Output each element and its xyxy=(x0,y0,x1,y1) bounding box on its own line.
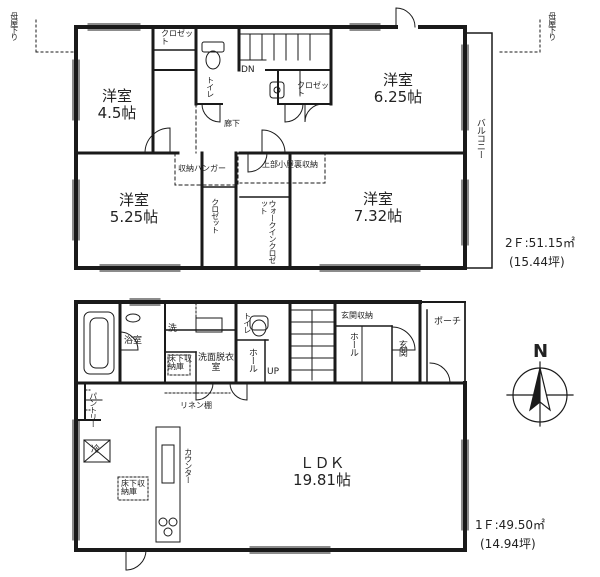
hall-b-label: ホール xyxy=(347,332,358,356)
fridge-label: 冷 xyxy=(91,445,101,455)
first-floor-doors xyxy=(84,326,451,571)
compass-north-label: N xyxy=(533,341,549,362)
first-floor-windows xyxy=(72,298,469,554)
counter-label: カウンター xyxy=(183,448,193,483)
eave-left-label: 母屋下り xyxy=(9,12,19,40)
bedroom-b-name: 洋室 xyxy=(382,71,413,89)
eave-right-label: 母屋下り xyxy=(547,12,557,40)
closet-c-label: クロゼット xyxy=(210,198,220,233)
pantry-label: パントリー xyxy=(88,392,98,427)
second-floor-area-tsubo: (15.44坪) xyxy=(509,255,565,269)
ldk-size: 19.81帖 xyxy=(293,470,351,489)
second-floor-area: 2Ｆ:51.15㎡ xyxy=(505,236,576,250)
closet-a-label: クロゼット xyxy=(161,29,193,46)
balcony-label: バルコニー xyxy=(474,118,485,158)
bedroom-a-size: 4.5帖 xyxy=(97,103,137,122)
hallway-label: 廊下 xyxy=(224,119,240,128)
first-floor-stairs xyxy=(291,309,334,381)
attic-storage-label: 上部小屋裏収納 xyxy=(262,160,318,169)
toilet-1f-label: トイレ xyxy=(242,312,252,333)
bedroom-c-name: 洋室 xyxy=(118,191,149,209)
balcony-outline xyxy=(464,32,493,269)
bedroom-d-size: 7.32帖 xyxy=(353,206,403,225)
stairs-up-label: UP xyxy=(267,367,280,377)
porch-label: ポーチ xyxy=(434,317,462,327)
compass-rose xyxy=(506,361,574,427)
bedroom-a-label: 洋室 4.5帖 xyxy=(98,88,137,121)
first-floor-area-tsubo: (14.94坪) xyxy=(480,537,536,551)
entrance-storage-label: 玄関収納 xyxy=(341,311,373,320)
linen-shelf-label: リネン棚 xyxy=(180,401,212,410)
washroom-label: 洗面脱衣室 xyxy=(198,353,235,374)
toilet-2f-label: トイレ xyxy=(205,76,215,97)
bedroom-b-size: 6.25帖 xyxy=(373,87,423,106)
bedroom-c-size: 5.25帖 xyxy=(109,207,159,226)
bedroom-b-label: 洋室 6.25帖 xyxy=(374,72,422,105)
eave-lines xyxy=(35,19,541,53)
storage-hanger-label: 収納ハンガー xyxy=(178,164,226,173)
under-floor-storage-a-label: 床下収納庫 xyxy=(168,354,192,371)
walkin-closet-label: ウォークインクロゼット xyxy=(259,200,277,263)
entrance-label: 玄関 xyxy=(396,340,407,356)
ldk-label: ＬＤＫ 19.81帖 xyxy=(293,455,351,488)
porch-outline xyxy=(419,301,466,384)
second-floor-fixtures xyxy=(201,41,285,99)
stairs-down-label: DN xyxy=(241,65,255,75)
bedroom-d-name: 洋室 xyxy=(362,190,393,208)
ldk-name: ＬＤＫ xyxy=(299,454,345,472)
second-floor-walls xyxy=(74,25,467,270)
laundry-label: 洗 xyxy=(168,324,178,334)
bath-label: 浴室 xyxy=(124,336,143,346)
bedroom-d-label: 洋室 7.32帖 xyxy=(354,191,402,224)
attic-dashed-outline xyxy=(174,103,326,186)
second-floor-stairs xyxy=(240,33,330,96)
second-floor-windows xyxy=(72,23,469,272)
closet-b-label: クロゼット xyxy=(297,81,329,98)
hall-a-label: ホール xyxy=(246,348,257,372)
second-floor-doors xyxy=(144,7,416,173)
under-floor-storage-b-label: 床下収納庫 xyxy=(121,479,145,496)
first-floor-fixtures xyxy=(83,301,269,543)
bedroom-a-name: 洋室 xyxy=(101,87,133,105)
bedroom-c-label: 洋室 5.25帖 xyxy=(110,192,158,225)
first-floor-area: 1Ｆ:49.50㎡ xyxy=(475,518,546,532)
